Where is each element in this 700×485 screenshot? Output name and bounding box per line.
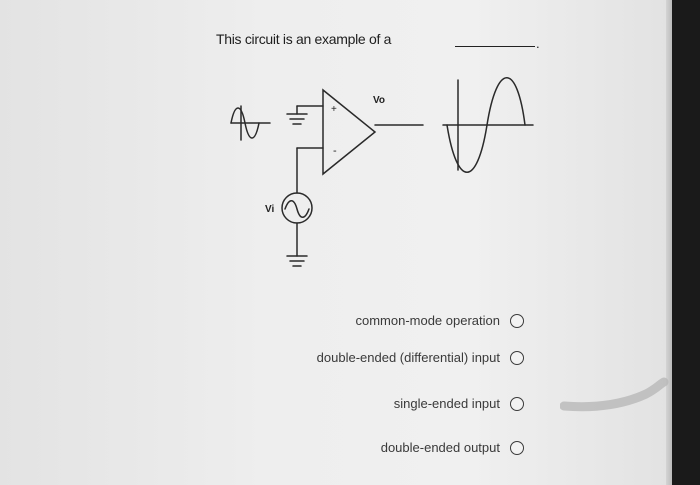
question-text: This circuit is an example of a: [216, 31, 391, 47]
page-edge: [666, 0, 672, 485]
radio-button[interactable]: [510, 440, 524, 455]
question-period: .: [536, 36, 540, 51]
radio-button[interactable]: [510, 396, 524, 411]
option-common-mode[interactable]: common-mode operation: [355, 313, 524, 328]
input-waveform-icon: [230, 105, 271, 141]
question-prompt: This circuit is an example of a: [216, 31, 392, 47]
option-single-ended-input[interactable]: single-ended input: [394, 396, 524, 411]
option-label: double-ended (differential) input: [316, 350, 500, 365]
non-inverting-sign: +: [331, 104, 337, 115]
option-double-ended-input[interactable]: double-ended (differential) input: [317, 350, 524, 365]
option-double-ended-output[interactable]: double-ended output: [381, 440, 524, 455]
option-label: common-mode operation: [355, 313, 500, 328]
output-voltage-label: Vo: [373, 95, 385, 106]
radio-button[interactable]: [510, 350, 524, 365]
answer-blank: [455, 46, 535, 47]
ac-source-sine: [284, 200, 310, 218]
pen-smudge: [560, 377, 669, 412]
ground-symbol-bottom: [286, 255, 308, 267]
inverting-input-wire: [296, 147, 324, 194]
option-label: single-ended input: [393, 396, 500, 411]
option-label: double-ended output: [380, 440, 500, 455]
inverting-sign: -: [333, 145, 337, 157]
input-voltage-label: Vi: [265, 204, 274, 215]
question-page: This circuit is an example of a .: [0, 0, 672, 485]
output-waveform-icon: [442, 77, 534, 173]
radio-button[interactable]: [510, 313, 524, 328]
op-amp-triangle: [322, 88, 377, 176]
ground-symbol-top: [286, 105, 324, 125]
op-amp-circuit-diagram: + - Vo Vi: [230, 77, 534, 267]
